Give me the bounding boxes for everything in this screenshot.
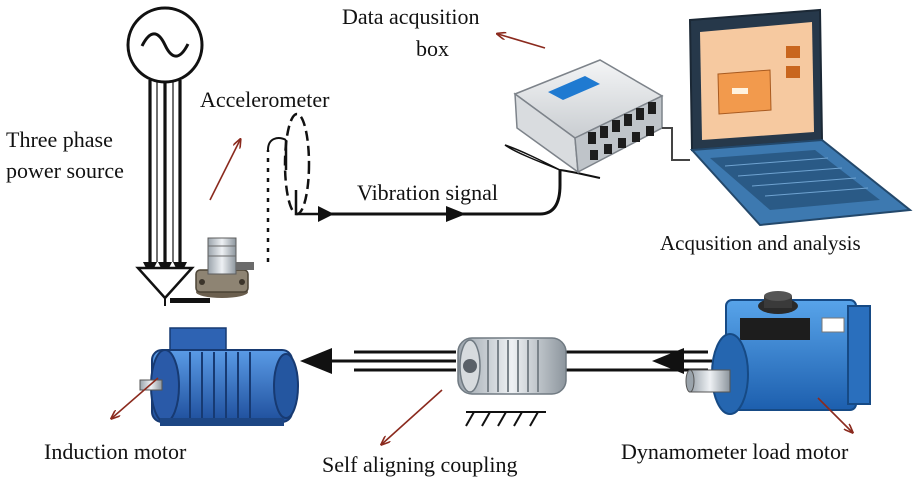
accelerometer-sensor (195, 237, 254, 298)
dynamometer-label: Dynamometer load motor (621, 439, 849, 464)
coupling-label: Self aligning coupling (322, 452, 518, 477)
signal-arrowhead-1 (318, 206, 334, 222)
vibration-signal-label: Vibration signal (357, 180, 498, 205)
shaft-arrowhead-right (652, 348, 684, 374)
accelerometer-label: Accelerometer (200, 87, 330, 112)
usb-cable (662, 127, 690, 161)
power-source-label-line1: Three phase (6, 127, 113, 152)
signal-arrowhead-2 (446, 206, 466, 222)
laptop (688, 8, 913, 227)
motor-bracket (170, 298, 210, 303)
sine-wave-icon (140, 32, 190, 58)
acquisition-analysis-label: Acqusition and analysis (660, 231, 861, 255)
induction-motor (139, 327, 299, 426)
vibration-signal-cable (318, 144, 601, 222)
daq-label-line1: Data acqusition (342, 4, 479, 29)
daq-label-line2: box (416, 36, 449, 61)
terminal-triangle (135, 266, 195, 300)
daq-box (513, 59, 664, 174)
ground-hatch (465, 411, 546, 427)
shaft-arrowhead-left (300, 348, 332, 374)
induction-motor-label: Induction motor (44, 439, 187, 464)
pointer-arrows (112, 34, 852, 444)
dynamometer (685, 291, 871, 415)
power-source-label-line2: power source (6, 158, 124, 183)
drive-shaft (330, 350, 708, 372)
coupling (457, 337, 567, 395)
daq-brand-stripe (548, 76, 600, 100)
power-source (126, 6, 210, 306)
power-cables (148, 80, 182, 262)
